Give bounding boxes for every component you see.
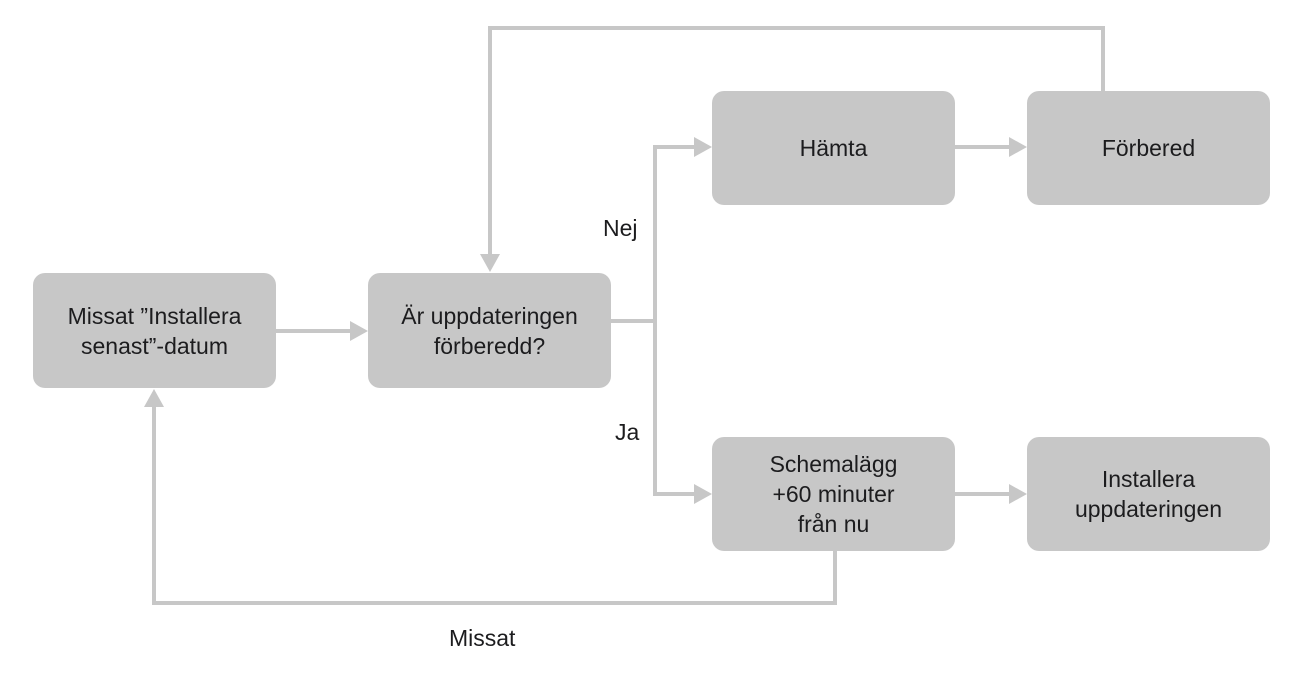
node-schedule: Schemalägg +60 minuter från nu	[712, 437, 955, 551]
node-missed-deadline: Missat ”Installera senast”-datum	[33, 273, 276, 388]
node-download-label: Hämta	[799, 135, 868, 161]
arrowhead-loop-to-missed	[144, 389, 164, 407]
arrowhead-loop-to-prepared-check	[480, 254, 500, 272]
node-prepare-label: Förbered	[1101, 135, 1196, 161]
arrow-prepare-loop-back	[488, 26, 1105, 268]
node-is-prepared-label: Är uppdateringen förberedd?	[401, 302, 578, 359]
edge-label-no: Nej	[603, 215, 638, 241]
edge-label-yes: Ja	[615, 419, 640, 445]
node-is-prepared: Är uppdateringen förberedd?	[368, 273, 611, 388]
node-prepare: Förbered	[1027, 91, 1270, 205]
node-missed-deadline-label: Missat ”Installera senast”-datum	[67, 302, 242, 359]
arrowhead-to-prepared-check	[350, 321, 368, 341]
node-install: Installera uppdateringen	[1027, 437, 1270, 551]
node-schedule-label: Schemalägg +60 minuter från nu	[769, 451, 898, 537]
arrow-branch-to-schedule	[653, 321, 708, 496]
edge-label-missed: Missat	[449, 625, 516, 651]
arrow-branch-to-download	[653, 145, 708, 321]
arrowhead-to-schedule	[694, 484, 712, 504]
node-install-label: Installera uppdateringen	[1074, 466, 1223, 522]
arrowhead-to-install	[1009, 484, 1027, 504]
arrowhead-to-prepare	[1009, 137, 1027, 157]
node-download: Hämta	[712, 91, 955, 205]
arrow-schedule-missed-loop	[152, 393, 837, 605]
arrowhead-to-download	[694, 137, 712, 157]
